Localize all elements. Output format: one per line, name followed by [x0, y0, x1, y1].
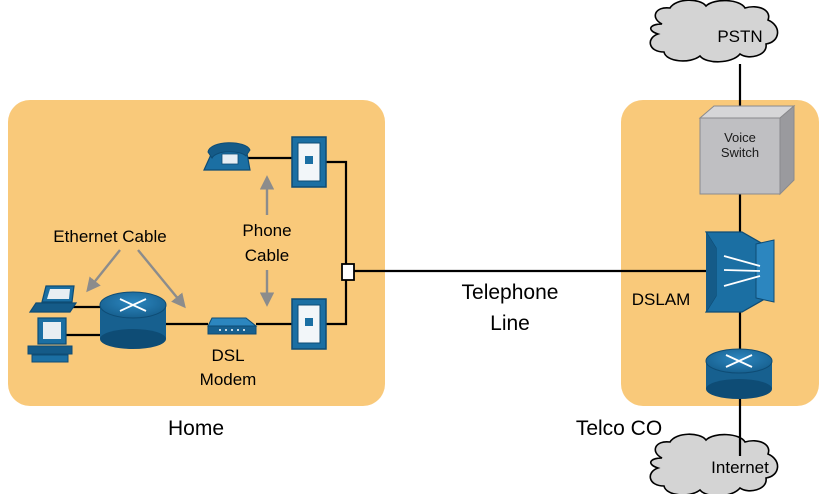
telco-router — [705, 348, 773, 399]
splitter — [341, 263, 355, 281]
home-router — [99, 291, 167, 349]
telephone-device — [203, 142, 251, 171]
pstn-label: PSTN — [717, 27, 762, 46]
laptop — [28, 285, 78, 313]
dsl-modem-label-line1: DSL — [211, 346, 244, 365]
pstn-cloud: PSTN — [649, 0, 779, 63]
wall-jack-bottom — [291, 298, 327, 350]
dsl-modem — [207, 317, 258, 335]
wall-jack-top — [291, 136, 327, 188]
ethernet-arrows — [86, 249, 186, 309]
home-zone-label: Home — [168, 417, 224, 440]
desktop-pc — [27, 317, 73, 363]
cloud-icon — [649, 0, 779, 63]
voice-switch-label-line2: Switch — [721, 145, 759, 160]
ethernet-cable-label: Ethernet Cable — [53, 227, 166, 246]
phone-cable-label-line1: Phone — [242, 221, 291, 240]
internet-label: Internet — [711, 458, 769, 477]
telco-zone-label: Telco CO — [576, 417, 662, 440]
cloud-icon — [649, 433, 779, 494]
voice-switch-label-line1: Voice — [724, 130, 756, 145]
dslam-label: DSLAM — [632, 290, 691, 309]
phone-cable-label-line2: Cable — [245, 246, 289, 265]
internet-cloud: Internet — [649, 433, 779, 494]
telephone-line-label-line2: Line — [490, 312, 530, 335]
telephone-line-label-line1: Telephone — [462, 281, 559, 304]
voice-switch: Voice Switch — [698, 104, 796, 196]
dslam — [704, 231, 775, 313]
dsl-modem-label-line2: Modem — [200, 370, 257, 389]
home-wiring — [66, 156, 348, 337]
